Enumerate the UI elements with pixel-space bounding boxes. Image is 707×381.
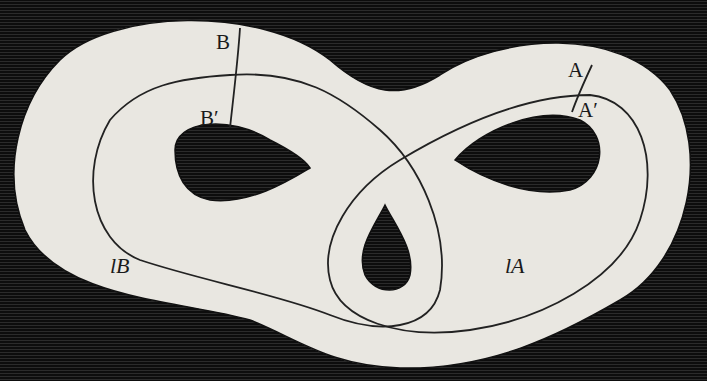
point-label: lB xyxy=(110,255,130,277)
cut-bb xyxy=(230,28,240,128)
curve-lb xyxy=(93,74,442,326)
curve-la xyxy=(328,95,648,333)
double-torus xyxy=(14,21,690,368)
point-label: B′ xyxy=(200,108,219,129)
point-label: A′ xyxy=(578,100,598,121)
point-label: lA xyxy=(505,255,525,277)
point-label: A xyxy=(568,60,583,81)
point-label: B xyxy=(216,32,230,53)
